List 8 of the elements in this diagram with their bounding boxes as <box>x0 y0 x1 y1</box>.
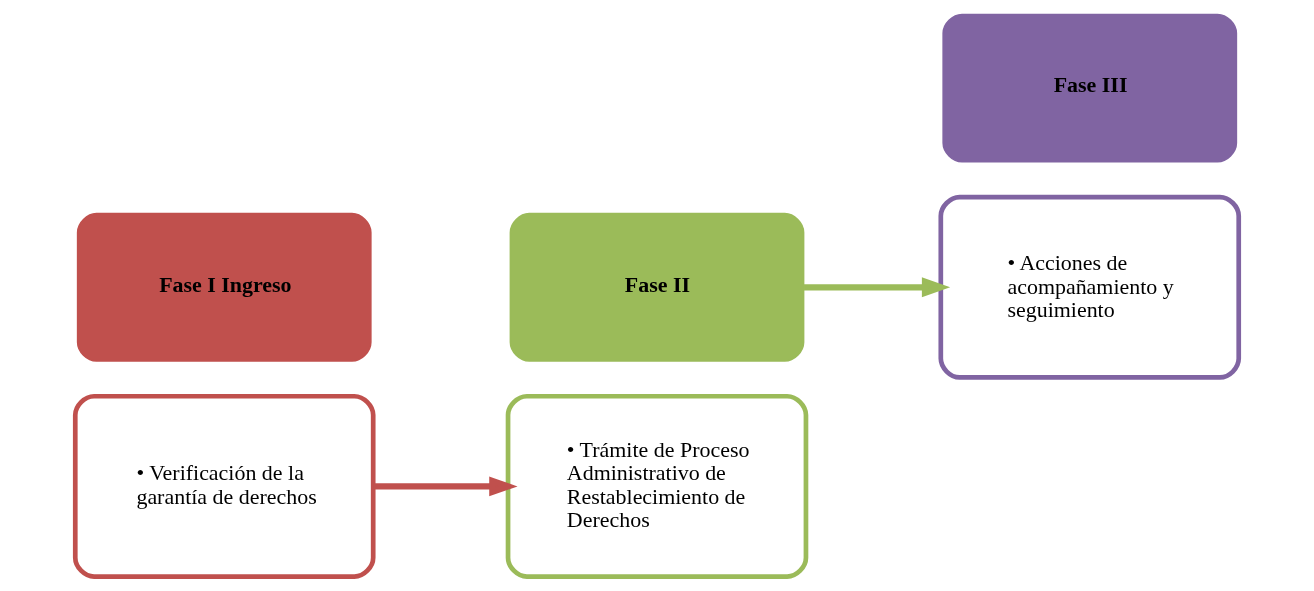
node-box: Fase I Ingreso <box>76 212 372 362</box>
node-box: Fase III <box>942 13 1238 163</box>
node-box: • Trámite de Proceso Administrativo de Restablecimiento de Derechos <box>505 393 809 579</box>
node-box: Fase II <box>509 212 805 362</box>
arrow <box>373 476 518 497</box>
node-box: • Acciones de acompañamiento y seguimiento <box>938 194 1242 380</box>
arrow <box>804 277 951 298</box>
node-box: • Verificación de la garantía de derechos <box>72 393 376 579</box>
